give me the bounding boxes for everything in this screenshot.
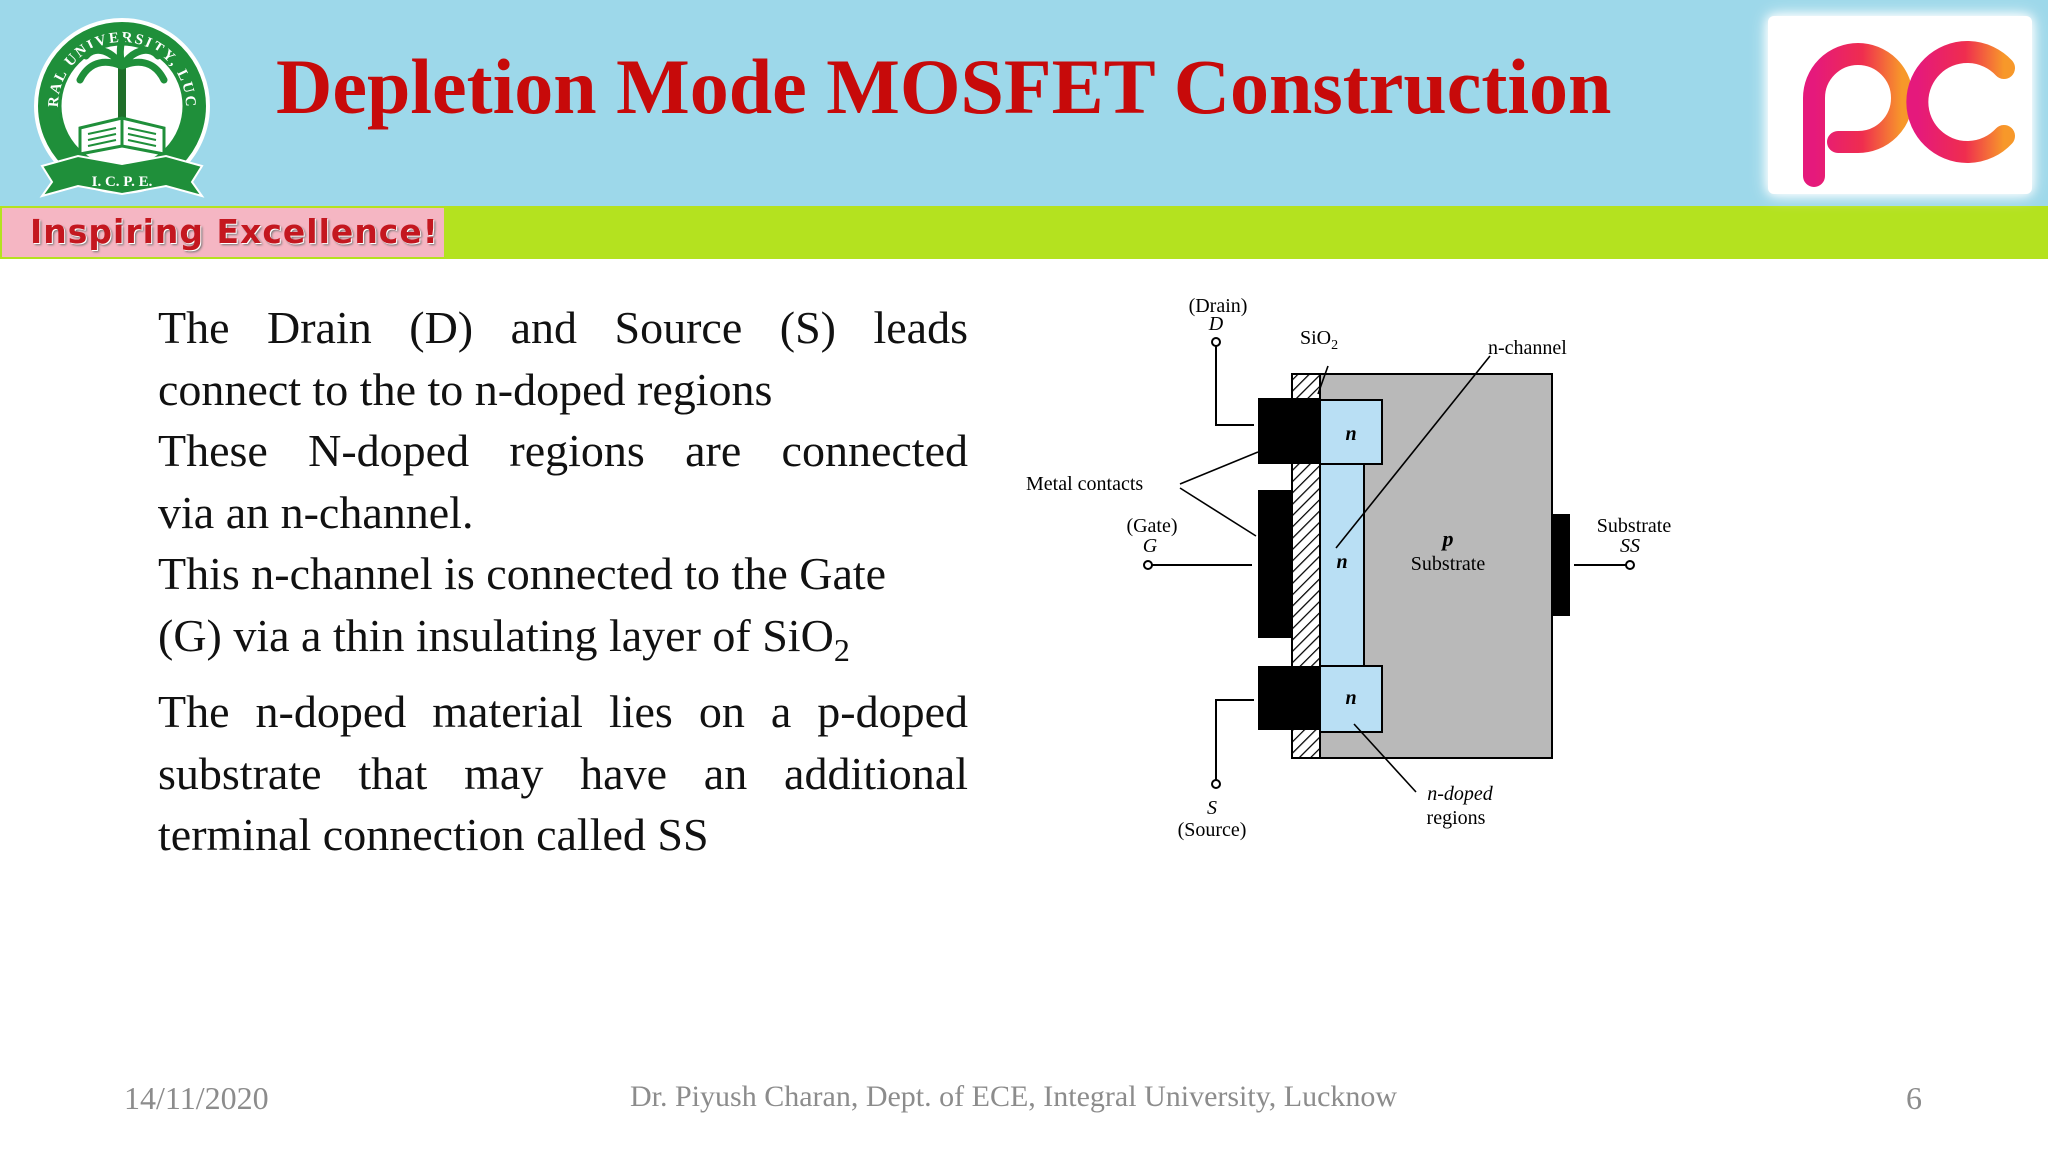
body-line-8: substrate that may have an additional [158, 747, 968, 799]
mosfet-construction-figure: (Drain) D SiO2 n-channel Metal contacts … [1026, 295, 1672, 841]
drain-symbol: D [1208, 313, 1224, 335]
body-line-3: These N-doped regions are connected [158, 425, 968, 476]
body-line-7: The n-doped material lies on a p-doped [158, 686, 968, 738]
body-text: The Drain (D) and Source (S) leads conne… [158, 297, 968, 866]
sio2-label: SiO2 [1300, 327, 1338, 353]
pc-logo: pc [1768, 16, 2032, 194]
university-logo: INTEGRAL UNIVERSITY, LUCKNOW I. C. P. E. [20, 0, 216, 206]
p-label: p [1441, 526, 1454, 551]
body-line-2: connect to the to n-doped regions [158, 363, 773, 415]
body-line-6-text: (G) via a thin insulating layer of SiO [158, 609, 834, 661]
source-symbol: S [1207, 797, 1217, 819]
seal-initials: I. C. P. E. [92, 174, 153, 190]
source-label: (Source) [1178, 819, 1247, 841]
tagline-bar [2, 208, 444, 257]
substrate-metal-contact [1552, 514, 1570, 616]
body-line-4: via an n-channel. [158, 486, 474, 538]
ss-symbol: SS [1620, 535, 1640, 557]
n-channel-label: n-channel [1488, 337, 1567, 359]
footer-author: Dr. Piyush Charan, Dept. of ECE, Integra… [630, 1080, 1398, 1113]
source-metal-contact [1258, 666, 1320, 730]
ss-label: Substrate [1597, 515, 1672, 537]
gate-metal-contact [1258, 490, 1292, 638]
body-line-5: This n-channel is connected to the Gate [158, 548, 887, 599]
n-drain-label: n [1345, 423, 1356, 445]
pc-logo-icon: pc [1803, 41, 2015, 193]
n-channel-mark: n [1336, 551, 1347, 573]
page-number: 6 [1906, 1080, 1922, 1116]
n-drain-region [1319, 399, 1383, 465]
drain-label: (Drain) [1189, 295, 1248, 317]
body-line-9: terminal connection called SS [158, 809, 709, 861]
n-doped-regions-label: regions [1427, 807, 1486, 829]
gate-symbol: G [1143, 535, 1158, 557]
gate-label: (Gate) [1126, 515, 1177, 537]
footer-date: 14/11/2020 [124, 1080, 269, 1116]
body-line-6-subscript: 2 [833, 631, 850, 668]
mosfet-diagram: (Drain) D SiO2 n-channel Metal contacts … [1018, 280, 1738, 860]
pc-logo-letters: pc [1899, 191, 1901, 193]
substrate-label: Substrate [1411, 553, 1486, 575]
metal-contacts-label: Metal contacts [1026, 473, 1143, 495]
body-line-1: The Drain (D) and Source (S) leads [158, 302, 968, 353]
n-source-region [1319, 665, 1383, 733]
slide-title: Depletion Mode MOSFET Construction [276, 43, 1612, 130]
n-source-label: n [1345, 687, 1356, 709]
n-doped-label: n-doped [1427, 783, 1494, 805]
header-band [0, 0, 2048, 206]
drain-metal-contact [1258, 398, 1320, 464]
university-seal-icon: INTEGRAL UNIVERSITY, LUCKNOW I. C. P. E. [20, 0, 210, 198]
body-line-6: (G) via a thin insulating layer of SiO2 [158, 605, 968, 682]
tagline: Inspiring Excellence! [30, 212, 439, 251]
